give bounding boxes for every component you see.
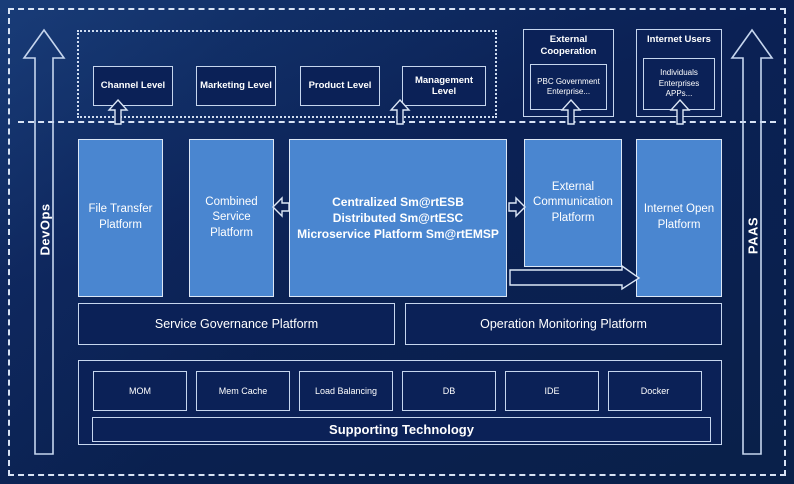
supporting-technology-label: Supporting Technology — [329, 422, 474, 437]
level-label: Management Level — [414, 74, 474, 97]
platform-label: Internet Open Platform — [643, 203, 715, 231]
level-box-channel[interactable]: Channel Level — [93, 66, 173, 106]
internet-users-title: Internet Users — [647, 34, 711, 45]
up-arrow-external-cooperation — [560, 98, 582, 125]
business-levels-region — [77, 30, 497, 118]
tech-box-mom[interactable]: MOM — [93, 371, 187, 411]
level-box-management[interactable]: Management Level — [402, 66, 486, 106]
level-label: Marketing Level — [200, 80, 272, 92]
outer-boundary — [8, 8, 786, 476]
devops-arrow — [22, 28, 66, 456]
external-communication-platform[interactable]: External Communication Platform — [524, 139, 622, 267]
level-box-product[interactable]: Product Level — [300, 66, 380, 106]
tech-label: Docker — [640, 385, 670, 396]
tech-box-db[interactable]: DB — [402, 371, 496, 411]
level-box-marketing[interactable]: Marketing Level — [196, 66, 276, 106]
supporting-technology-banner: Supporting Technology — [92, 417, 711, 442]
management-label: Service Governance Platform — [154, 316, 319, 331]
right-arrow-to-external-communication — [508, 196, 526, 218]
up-arrow-channel — [107, 98, 129, 125]
combined-service-platform[interactable]: Combined Service Platform — [189, 139, 274, 297]
platform-label: File Transfer Platform — [88, 203, 153, 231]
up-arrow-internet-users — [669, 98, 691, 125]
integration-platform[interactable]: Centralized Sm@rtESB Distributed Sm@rtES… — [289, 139, 507, 297]
external-cooperation-title: External Cooperation — [540, 34, 597, 57]
service-governance-platform[interactable]: Service Governance Platform — [78, 303, 395, 345]
platform-label: Combined Service Platform — [205, 195, 258, 239]
tech-label: IDE — [544, 385, 560, 396]
internet-open-platform[interactable]: Internet Open Platform — [636, 139, 722, 297]
tech-label: Mem Cache — [218, 385, 268, 396]
level-label: Product Level — [308, 80, 372, 92]
operation-monitoring-platform[interactable]: Operation Monitoring Platform — [405, 303, 722, 345]
flow-arrow-to-internet-open-platform — [509, 264, 641, 291]
tech-box-load-balancing[interactable]: Load Balancing — [299, 371, 393, 411]
integration-line-emsp: Microservice Platform Sm@rtEMSP — [297, 227, 499, 242]
file-transfer-platform[interactable]: File Transfer Platform — [78, 139, 163, 297]
platform-label: External Communication Platform — [533, 180, 613, 224]
devops-label: DevOps — [37, 203, 53, 256]
level-label: Channel Level — [100, 80, 166, 92]
left-arrow-to-combined-service — [272, 196, 290, 218]
paas-label: PAAS — [745, 216, 761, 255]
tech-box-mem-cache[interactable]: Mem Cache — [196, 371, 290, 411]
tech-label: Load Balancing — [314, 385, 378, 396]
up-arrow-management — [389, 98, 411, 125]
integration-line-esb: Centralized Sm@rtESB — [332, 194, 464, 209]
management-label: Operation Monitoring Platform — [480, 316, 647, 331]
paas-arrow — [730, 28, 774, 456]
tech-box-ide[interactable]: IDE — [505, 371, 599, 411]
integration-line-esc: Distributed Sm@rtESC — [332, 210, 464, 225]
tech-label: MOM — [129, 385, 151, 396]
tech-box-docker[interactable]: Docker — [608, 371, 702, 411]
tech-label: DB — [442, 385, 456, 396]
